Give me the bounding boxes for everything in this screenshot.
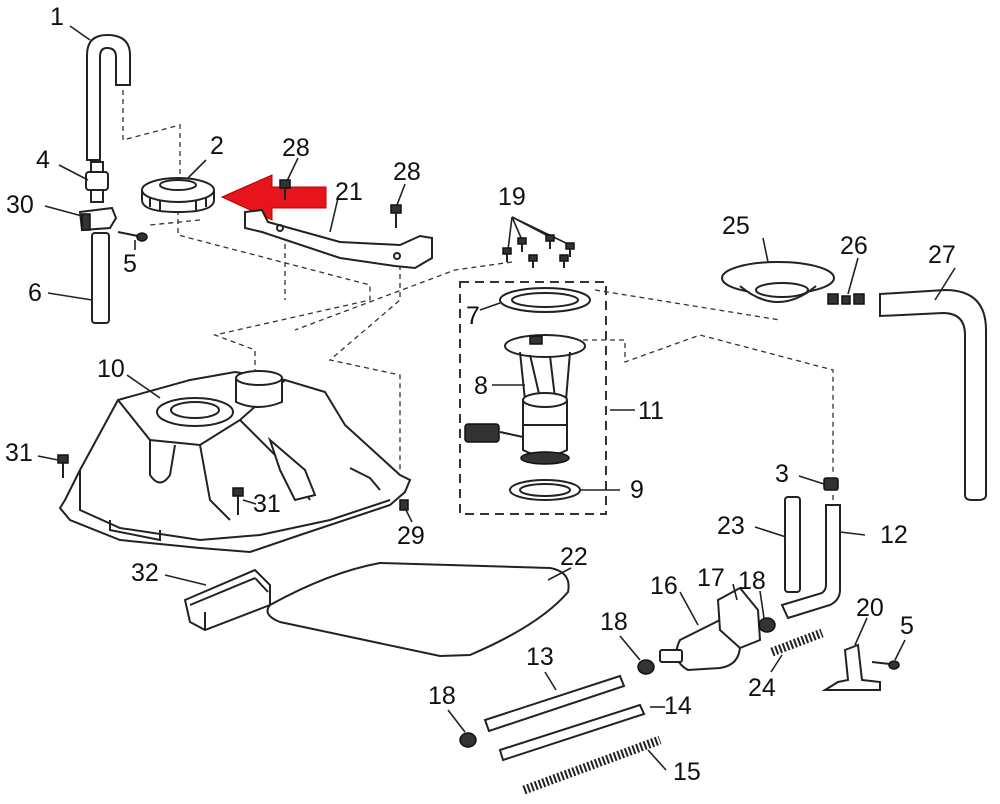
callout-22: 22	[560, 543, 588, 571]
part-7-gasket	[499, 287, 591, 313]
part-31-bolt-left	[57, 454, 69, 478]
part-10-fuel-tank	[58, 370, 412, 554]
callout-30: 30	[6, 191, 34, 219]
part-2-fuel-cap	[141, 177, 215, 214]
part-18-clamp-c	[459, 732, 477, 748]
part-30-clip	[78, 206, 118, 232]
part-19-screws	[502, 216, 575, 268]
callout-16: 16	[650, 572, 678, 600]
assembly-guide-lines	[122, 90, 834, 505]
callout-17: 17	[697, 564, 725, 592]
part-1-breather-hose	[86, 33, 131, 161]
part-22-pad	[266, 561, 570, 658]
callout-15: 15	[673, 758, 701, 786]
callout-14: 14	[664, 692, 692, 720]
callout-12: 12	[880, 521, 908, 549]
part-12-hose	[780, 504, 841, 620]
callout-1: 1	[50, 3, 64, 31]
part-18-clamp-a	[758, 617, 776, 633]
callout-28-b: 28	[393, 158, 421, 186]
callout-19: 19	[498, 183, 526, 211]
callout-5-left: 5	[123, 250, 137, 278]
part-9-lock-ring	[509, 479, 581, 501]
callout-25: 25	[722, 212, 750, 240]
callout-9: 9	[630, 476, 644, 504]
part-14-hose	[498, 703, 646, 762]
callout-31-b: 31	[253, 490, 281, 518]
part-18-clamp-b	[637, 659, 655, 675]
callout-5-right: 5	[900, 612, 914, 640]
part-21-bracket	[244, 208, 433, 270]
callout-11: 11	[638, 397, 664, 425]
callout-24: 24	[748, 674, 776, 702]
part-20-bracket	[821, 643, 881, 691]
part-32-foam-block	[183, 568, 271, 632]
part-29-clip	[399, 499, 409, 511]
callout-7: 7	[466, 302, 480, 330]
callout-18-c: 18	[428, 682, 456, 710]
callout-18-a: 18	[738, 567, 766, 595]
callout-29: 29	[397, 522, 425, 550]
leader-lines	[37, 25, 956, 771]
part-5-bolt-right	[871, 660, 900, 670]
callout-10: 10	[97, 355, 125, 383]
callout-32: 32	[131, 559, 159, 587]
callout-27: 27	[928, 241, 956, 269]
callout-21: 21	[335, 178, 363, 206]
callout-3: 3	[775, 460, 789, 488]
part-6-hose	[91, 232, 110, 324]
part-3-clamp	[823, 477, 839, 491]
part-5-bolt-left	[117, 231, 148, 242]
callout-28-a: 28	[282, 134, 310, 162]
callout-23: 23	[717, 512, 745, 540]
callout-20: 20	[856, 594, 884, 622]
part-28-bolt-right	[390, 204, 402, 228]
callout-31-a: 31	[5, 439, 33, 467]
part-15-spring-sleeve	[522, 735, 662, 795]
part-26-fitting	[827, 293, 865, 305]
part-28-bolt-left	[279, 179, 291, 200]
part-23-hose	[784, 496, 801, 593]
part-17-filter-clamp	[716, 586, 762, 650]
callout-4: 4	[36, 146, 50, 174]
part-4-fitting	[85, 161, 109, 203]
part-8-fuel-pump	[464, 334, 586, 465]
part-31-bolt-right	[232, 487, 244, 515]
callout-13: 13	[526, 643, 554, 671]
part-24-spring	[770, 628, 824, 657]
part-25-filler-neck	[721, 261, 835, 303]
callout-26: 26	[840, 232, 868, 260]
part-13-hose	[483, 674, 626, 733]
callout-18-b: 18	[600, 608, 628, 636]
part-27-filler-hose	[879, 288, 987, 501]
red-highlight-arrow	[220, 174, 327, 221]
callout-6: 6	[28, 279, 42, 307]
callout-8: 8	[474, 372, 488, 400]
callout-2: 2	[210, 132, 224, 160]
pump-assembly-box	[459, 281, 607, 515]
